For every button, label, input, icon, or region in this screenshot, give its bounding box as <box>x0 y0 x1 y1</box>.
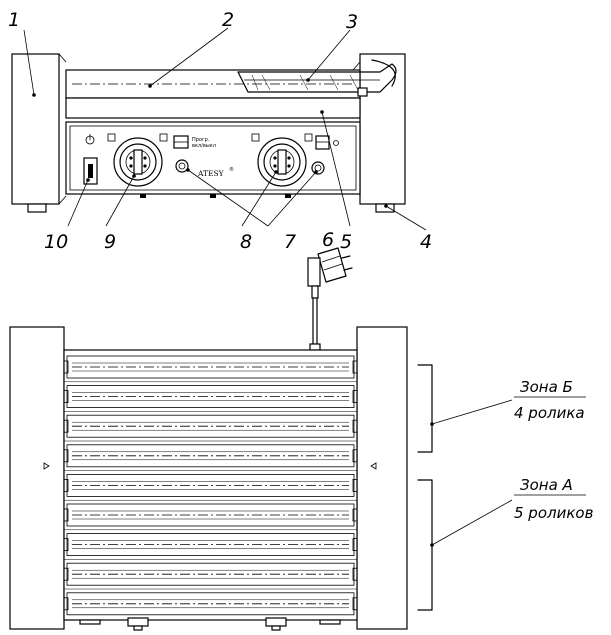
zone-a-count: 5 роликов <box>514 504 594 522</box>
roller <box>66 592 355 616</box>
switch-label: Прогр. <box>192 137 210 143</box>
roller <box>66 473 355 497</box>
roller <box>66 385 355 409</box>
top-left-housing <box>9 326 65 630</box>
roller <box>66 414 355 438</box>
callout-4: 4 <box>420 231 432 253</box>
zone-b-count: 4 ролика <box>514 404 585 422</box>
roller <box>66 562 355 586</box>
top-right-housing <box>356 326 408 630</box>
leader-lines-front <box>23 27 427 231</box>
right-housing <box>359 53 406 205</box>
left-housing <box>11 53 60 205</box>
callout-9: 9 <box>104 231 116 253</box>
thermostat-knob-right <box>251 133 313 187</box>
left-foot <box>27 203 47 213</box>
zone-b-title: Зона Б <box>520 378 573 396</box>
power-cord-plug <box>307 247 353 351</box>
callout-2: 2 <box>222 9 234 31</box>
right-switch <box>315 135 330 150</box>
right-foot <box>375 203 395 213</box>
roller <box>66 533 355 556</box>
switch-sub-label: вкл/выкл <box>192 143 216 149</box>
thermostat-knob-left <box>107 133 168 187</box>
callout-1: 1 <box>8 9 20 31</box>
callout-5: 5 <box>340 231 352 253</box>
callout-10: 10 <box>44 231 68 253</box>
callout-8: 8 <box>240 231 252 253</box>
roller <box>66 503 355 527</box>
indicator-lamp-right <box>311 161 325 175</box>
callout-3: 3 <box>346 11 358 33</box>
zone-a-bracket <box>417 479 513 611</box>
control-panel <box>65 121 361 195</box>
brand-label: ATESY <box>197 169 225 178</box>
callout-7: 7 <box>284 231 296 253</box>
sneeze-guard <box>237 63 397 93</box>
top-view <box>9 326 408 631</box>
roller <box>66 355 355 379</box>
front-view: Прогр. вкл/выкл ATESY ® <box>11 53 406 213</box>
zone-a-title: Зона А <box>520 476 573 494</box>
callout-6: 6 <box>322 229 334 251</box>
roller <box>66 444 355 468</box>
zone-b-bracket <box>417 364 513 453</box>
svg-text:®: ® <box>229 166 234 173</box>
indicator-lamp-left <box>175 159 189 173</box>
rollers <box>63 355 358 616</box>
